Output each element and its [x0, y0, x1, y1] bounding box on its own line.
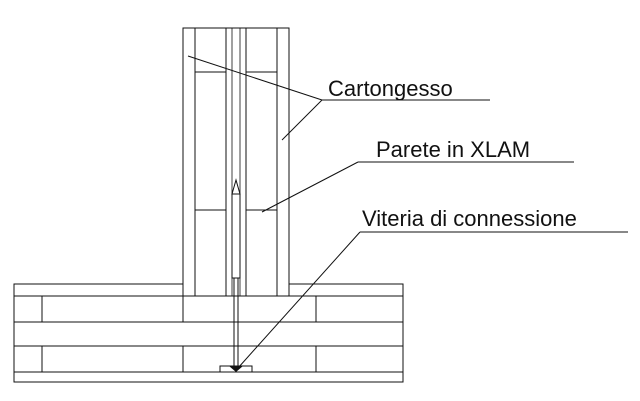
floor-slab — [13, 283, 404, 383]
wall-joint — [225, 27, 247, 297]
label-fasteners: Viteria di connessione — [362, 206, 577, 231]
xlam-floor-layer-2 — [13, 321, 404, 347]
screw-thread — [231, 193, 241, 279]
xlam-floor-layer-1 — [13, 295, 404, 323]
drywall-floor-top — [13, 283, 184, 297]
drywall-right-vertical — [276, 27, 290, 297]
screw-head — [229, 366, 243, 372]
label-xlam-wall: Parete in XLAM — [376, 137, 530, 162]
screw-tip — [231, 178, 241, 195]
vertical-wall — [182, 27, 290, 297]
drywall-left-vertical — [182, 27, 196, 297]
leader-lines — [187, 55, 628, 369]
label-drywall: Cartongesso — [328, 76, 453, 101]
drywall-floor-bottom — [13, 371, 404, 383]
xlam-panel-right — [245, 27, 278, 297]
connection-screw — [219, 178, 253, 373]
xlam-floor-layer-3 — [13, 345, 404, 373]
xlam-panel-left — [194, 27, 227, 297]
drywall-floor-top-right — [288, 283, 404, 297]
